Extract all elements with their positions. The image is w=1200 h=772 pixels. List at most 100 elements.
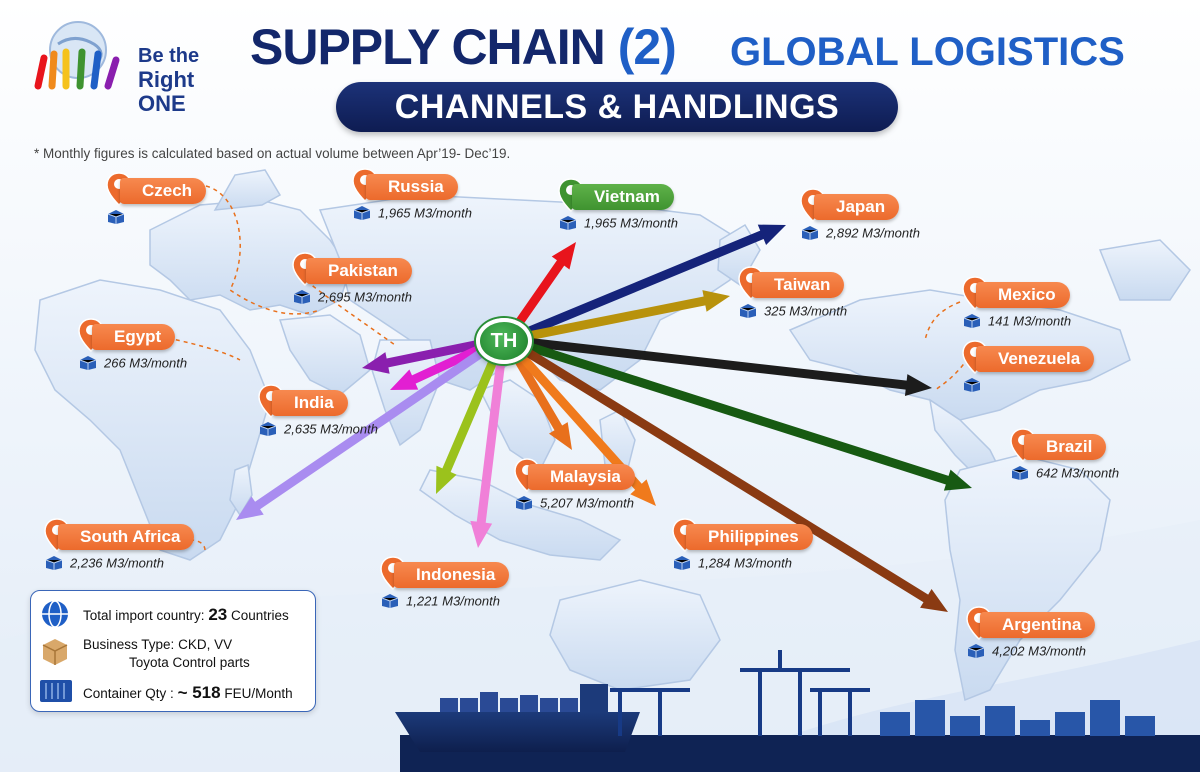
arrow-to-vietnam — [514, 242, 576, 327]
country-name: South Africa — [58, 524, 195, 550]
country-name: Philippines — [686, 524, 813, 550]
logo-text: Be the Right ONE — [138, 44, 228, 116]
title-paren: (2) — [617, 19, 677, 75]
country-volume: 4,202 M3/month — [992, 643, 1086, 659]
summary-container-unit: FEU/Month — [224, 686, 293, 701]
country-volume: 2,892 M3/month — [826, 225, 920, 241]
footnote: * Monthly figures is calculated based on… — [34, 146, 511, 161]
country-name: Mexico — [976, 282, 1070, 308]
arrow-to-pakistan — [362, 339, 482, 374]
arrow-to-malaysia — [512, 354, 572, 450]
country-volume-row: 141 M3/month — [962, 312, 1071, 334]
container-icon — [559, 215, 577, 230]
country-volume-row: 642 M3/month — [1010, 464, 1119, 486]
country-volume-row: 2,892 M3/month — [800, 224, 920, 246]
country-name: India — [272, 390, 348, 416]
country-volume-row: 1,965 M3/month — [558, 214, 678, 236]
summary-business-value: CKD, VV — [178, 637, 233, 652]
country-name: Taiwan — [752, 272, 845, 298]
container-icon — [79, 355, 97, 370]
country-volume: 2,236 M3/month — [70, 555, 164, 571]
arrow-to-argentina — [522, 346, 948, 612]
container-icon — [739, 303, 757, 318]
country-name: Vietnam — [572, 184, 674, 210]
arrow-to-indonesia — [436, 356, 499, 494]
stacked-containers — [880, 700, 1155, 736]
connector-egypt — [167, 337, 241, 361]
cardboard-box-icon — [42, 639, 68, 665]
indonesia-shape — [419, 469, 622, 561]
subtitle-pill: CHANNELS & HANDLINGS — [336, 82, 898, 132]
country-volume: 1,965 M3/month — [378, 205, 472, 221]
container-icon — [1011, 465, 1029, 480]
scandinavia-shape — [213, 169, 282, 211]
country-name: Malaysia — [528, 464, 635, 490]
country-volume: 266 M3/month — [104, 355, 188, 371]
globe-icon — [42, 600, 68, 628]
country-volume-row: 4,202 M3/month — [966, 642, 1086, 664]
logo-hands — [34, 48, 120, 90]
connector-pakistan — [299, 275, 396, 346]
country-volume: 1,965 M3/month — [584, 215, 678, 231]
country-volume-row: 1,965 M3/month — [352, 204, 472, 226]
country-name: Japan — [814, 194, 900, 220]
country-volume-row: 5,207 M3/month — [514, 494, 634, 516]
arrow-to-indonesia-2 — [470, 359, 506, 548]
country-volume: 141 M3/month — [988, 313, 1072, 329]
country-name: Argentina — [980, 612, 1096, 638]
summary-total-value: 23 — [208, 605, 228, 624]
ship-bridge — [580, 684, 608, 712]
country-volume: 2,695 M3/month — [318, 289, 412, 305]
title-main: SUPPLY CHAIN (2) — [250, 18, 677, 76]
connector-mexico — [924, 301, 961, 341]
country-name: Egypt — [92, 324, 176, 350]
country-volume-row: 2,635 M3/month — [258, 420, 378, 442]
container-icon — [801, 225, 819, 240]
arrow-to-japan — [524, 224, 786, 337]
country-volume-row — [106, 208, 132, 230]
arrow-to-taiwan — [526, 290, 730, 341]
flow-arrows — [236, 224, 972, 612]
summary-business-value2: Toyota Control parts — [129, 655, 250, 670]
summary-total-label: Total import country: — [83, 608, 205, 623]
summary-total-text: Total import country: 23 Countries — [83, 605, 289, 625]
country-volume: 2,635 M3/month — [284, 421, 378, 437]
summary-business-text: Business Type: CKD, VV — [83, 637, 232, 652]
europe-shape — [149, 199, 351, 316]
summary-container-label: Container Qty : — [83, 686, 174, 701]
container-icon — [673, 555, 691, 570]
country-volume: 1,221 M3/month — [406, 593, 500, 609]
country-name: Venezuela — [976, 346, 1095, 372]
summary-total-row: Total import country: 23 Countries — [39, 599, 309, 629]
container-icon — [963, 313, 981, 328]
summary-container-value: ~ 518 — [177, 683, 221, 702]
connector-czech — [205, 185, 321, 315]
country-volume: 1,284 M3/month — [698, 555, 792, 571]
arrow-to-brazil — [525, 341, 972, 491]
country-name: Czech — [120, 178, 207, 204]
cranes — [610, 650, 870, 736]
ship-containers — [440, 692, 578, 712]
container-icon — [515, 495, 533, 510]
port-illustration — [395, 650, 1200, 772]
country-volume-row: 2,695 M3/month — [292, 288, 412, 310]
logo-line2: Right ONE — [138, 67, 195, 116]
container-icon — [259, 421, 277, 436]
summary-total-unit: Countries — [231, 608, 289, 623]
country-volume-row: 1,221 M3/month — [380, 592, 500, 614]
country-name: Indonesia — [394, 562, 510, 588]
title-supply-chain: SUPPLY CHAIN — [250, 19, 606, 75]
country-volume-row: 266 M3/month — [78, 354, 187, 376]
logo: Be the Right ONE — [28, 14, 228, 116]
container-icon — [45, 555, 63, 570]
australia-shape — [549, 579, 721, 691]
south-america-shape — [944, 454, 1111, 702]
summary-container-text: Container Qty : ~ 518 FEU/Month — [83, 683, 293, 703]
summary-business-row: Business Type: CKD, VV Toyota Control pa… — [39, 635, 309, 675]
title-sub: GLOBAL LOGISTICS — [730, 30, 1125, 74]
summary-container-row: Container Qty : ~ 518 FEU/Month — [39, 677, 309, 707]
ship-hull — [395, 712, 640, 752]
container-icon — [107, 209, 125, 224]
country-volume-row: 1,284 M3/month — [672, 554, 792, 576]
